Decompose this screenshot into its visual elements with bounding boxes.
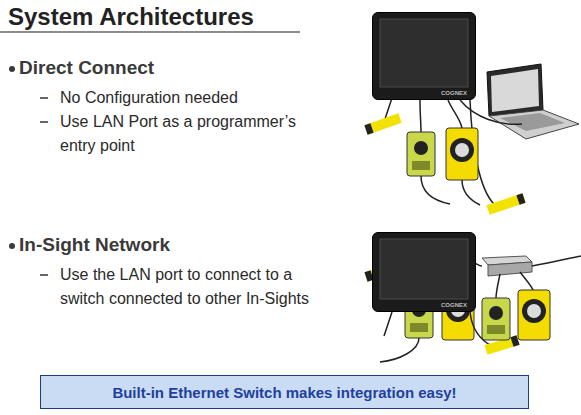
sub-bullet-text: No Configuration needed xyxy=(60,86,315,110)
screen-glass xyxy=(380,19,468,87)
display-panel: COGNEX xyxy=(372,232,476,312)
bullet-dot xyxy=(9,66,15,72)
camera-station xyxy=(366,98,524,210)
laptop xyxy=(487,64,579,139)
brand-text: COGNEX xyxy=(441,89,467,97)
sub-bullet-dash xyxy=(40,274,48,276)
screen-glass xyxy=(380,239,468,299)
panel-screen xyxy=(373,233,477,313)
sub-bullet-text: Use LAN Port as a programmer’s entry poi… xyxy=(60,110,315,158)
sub-bullet-dash xyxy=(40,121,48,123)
laptop-cable xyxy=(460,100,522,124)
bullet-heading: In-Sight Network xyxy=(19,233,319,257)
slide-title: System Architectures xyxy=(8,3,254,31)
highlight-banner: Built-in Ethernet Switch makes integrati… xyxy=(40,375,529,409)
bullet-dot xyxy=(9,243,15,249)
brand-text: COGNEX xyxy=(441,301,467,309)
panel-screen xyxy=(373,13,477,101)
sub-bullet-dash xyxy=(40,97,48,99)
banner-text: Built-in Ethernet Switch makes integrati… xyxy=(112,384,456,401)
title-rule xyxy=(0,31,300,33)
bullet-heading: Direct Connect xyxy=(19,56,319,80)
sub-bullet-text: Use the LAN port to connect to a switch … xyxy=(60,263,315,311)
display-panel: COGNEX xyxy=(372,12,476,100)
ethernet-switch xyxy=(470,256,581,340)
